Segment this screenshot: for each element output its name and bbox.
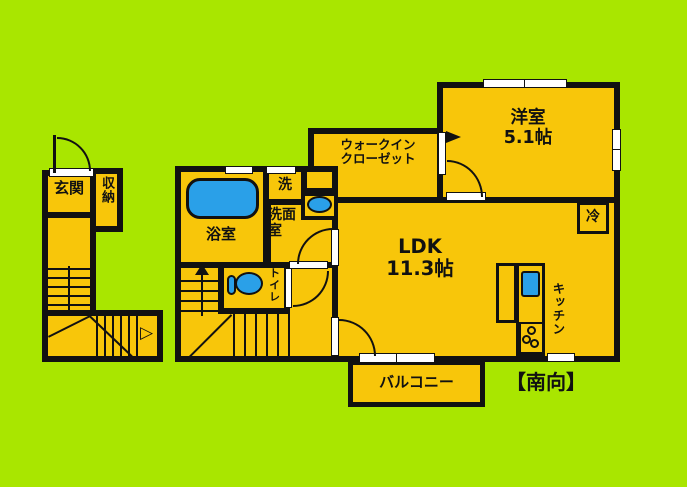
stair-step (120, 316, 122, 356)
stair-step (244, 314, 246, 358)
toilet-label: トイレ (267, 267, 281, 303)
stair-step (48, 286, 90, 288)
stair-step (96, 316, 98, 356)
stair-step (266, 314, 268, 358)
door-opening (285, 268, 292, 308)
entrance-door-arc (57, 137, 91, 171)
orientation-label: 【南向】 (506, 370, 586, 394)
kitchen-label: キッチン (550, 282, 566, 336)
washroom-label: 洗面室 (268, 207, 296, 240)
bath-partition-wall (263, 172, 271, 262)
entrance-door-leaf (53, 135, 56, 173)
up-arrow-shaft (201, 274, 203, 316)
window (547, 353, 575, 362)
closet-door (438, 132, 446, 175)
kitchen-sink (521, 271, 540, 297)
entrance-label: 玄関 (53, 179, 84, 197)
window (612, 129, 621, 171)
stair-step (48, 295, 90, 297)
bathroom-label: 浴室 (205, 225, 236, 243)
window (266, 166, 296, 174)
balcony (348, 360, 485, 407)
washstand-counter (301, 166, 338, 194)
stair-direction-arrow-icon: ▷ (140, 323, 154, 343)
window-tick (612, 149, 621, 150)
stair-step (48, 304, 90, 306)
stair-step (112, 316, 114, 356)
window (225, 166, 253, 174)
stair-step (104, 316, 106, 356)
stair-divider (68, 266, 70, 316)
stair-step (48, 277, 90, 279)
storage-label: 収納 (98, 176, 114, 204)
stair-step (277, 314, 279, 358)
up-arrow-head (195, 264, 209, 275)
bathtub (186, 178, 259, 219)
window (483, 79, 567, 88)
stair-step (136, 316, 138, 356)
stair-step (48, 268, 90, 270)
storage-closet (90, 168, 123, 232)
refrigerator-box (577, 202, 609, 234)
entrance-step-edge (48, 212, 90, 218)
balcony-label: バルコニー (379, 373, 454, 391)
stair-step (128, 316, 130, 356)
stair-bottom-run (42, 310, 163, 362)
window-tick (524, 79, 525, 88)
stair-step (288, 314, 290, 358)
door-swing-flag-icon (446, 131, 461, 143)
stove-burner (527, 326, 536, 335)
walkin-closet-label: ウォークインクローゼット (340, 137, 416, 167)
stair-step (255, 314, 257, 358)
door-opening (331, 317, 339, 356)
laundry-label: 洗 (278, 177, 292, 193)
wash-basin (307, 196, 332, 213)
balcony-sliding-door (359, 353, 435, 363)
stair-step (233, 314, 235, 358)
ldk-room (332, 197, 620, 362)
toilet-bowl (235, 272, 263, 295)
stove-burner (522, 335, 531, 344)
window-tick (396, 353, 397, 363)
kitchen-cupboard (496, 263, 517, 323)
stove-burner (530, 339, 539, 348)
refrigerator-label: 冷 (586, 209, 600, 225)
